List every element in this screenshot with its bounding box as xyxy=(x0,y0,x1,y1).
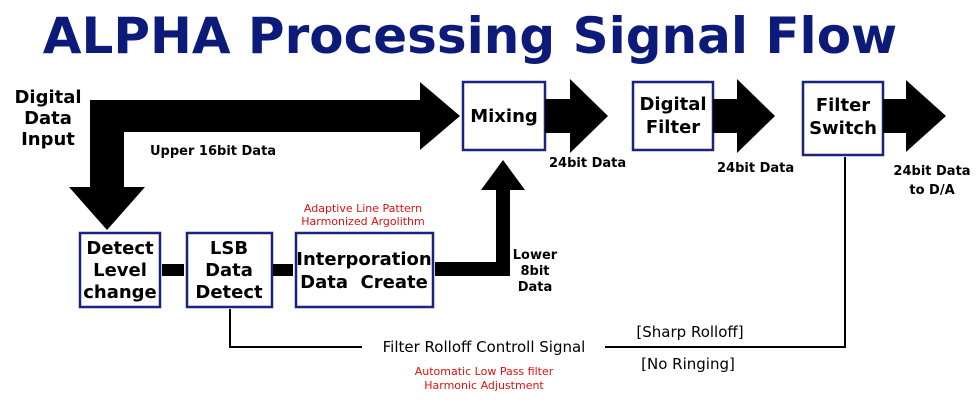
no-ringing-label: [No Ringing] xyxy=(641,355,735,373)
filter-out-label: 24bit Data xyxy=(717,161,794,176)
detect-level-label-3: change xyxy=(83,282,157,303)
mixing-out-label: 24bit Data xyxy=(549,156,626,171)
lower-label-1: Lower xyxy=(513,248,558,263)
rolloff-signal-label: Filter Rolloff Controll Signal xyxy=(383,338,586,356)
lsb-detect-label-1: LSB xyxy=(210,238,248,259)
digital-filter-block xyxy=(631,80,715,152)
input-label-line-1: Digital xyxy=(14,87,81,108)
upper-16bit-label: Upper 16bit Data xyxy=(150,144,276,159)
output-arrow xyxy=(883,80,946,152)
interpolation-block xyxy=(294,231,435,309)
filter-to-switch-arrow xyxy=(713,79,775,153)
adaptive-annotation-line-2: Harmonized Argolithm xyxy=(301,215,425,228)
detect-level-block xyxy=(78,231,162,309)
input-label-line-3: Input xyxy=(21,129,75,150)
detect-to-lsb-connector xyxy=(162,264,184,276)
input-to-mixing-arrow xyxy=(90,82,460,150)
sharp-rolloff-label: [Sharp Rolloff] xyxy=(636,323,743,341)
interpolation-label-2: Data Create xyxy=(300,272,428,293)
input-label-line-2: Data xyxy=(24,108,72,129)
interpolation-label-1: Interporation xyxy=(296,249,431,270)
lower-to-mixing-arrow xyxy=(435,160,525,276)
lsb-to-interpolation-connector xyxy=(273,264,293,276)
rolloff-line-right xyxy=(605,157,846,348)
lower-label-2: 8bit xyxy=(520,264,549,279)
input-to-detect-arrow xyxy=(69,100,145,230)
lsb-detect-block xyxy=(185,231,274,309)
mixing-to-filter-arrow xyxy=(545,79,608,153)
lowpass-annotation-line-2: Harmonic Adjustment xyxy=(424,379,544,392)
diagram-title: ALPHA Processing Signal Flow xyxy=(43,7,897,65)
mixing-label: Mixing xyxy=(470,106,538,127)
filter-switch-label-1: Filter xyxy=(816,95,870,116)
final-out-label-2: to D/A xyxy=(909,183,954,198)
detect-level-label-2: Level xyxy=(93,260,147,281)
lsb-detect-label-2: Data xyxy=(205,260,253,281)
digital-filter-label-2: Filter xyxy=(646,117,700,138)
filter-switch-label-2: Switch xyxy=(809,118,877,139)
rolloff-line-left xyxy=(229,309,362,348)
adaptive-annotation-line-1: Adaptive Line Pattern xyxy=(304,202,422,215)
filter-switch-block xyxy=(801,80,885,157)
lowpass-annotation-line-1: Automatic Low Pass filter xyxy=(415,365,554,378)
lower-label-3: Data xyxy=(518,280,553,295)
final-out-label-1: 24bit Data xyxy=(893,164,970,179)
detect-level-label-1: Detect xyxy=(86,238,154,259)
lsb-detect-label-3: Detect xyxy=(195,282,263,303)
digital-filter-label-1: Digital xyxy=(639,94,706,115)
